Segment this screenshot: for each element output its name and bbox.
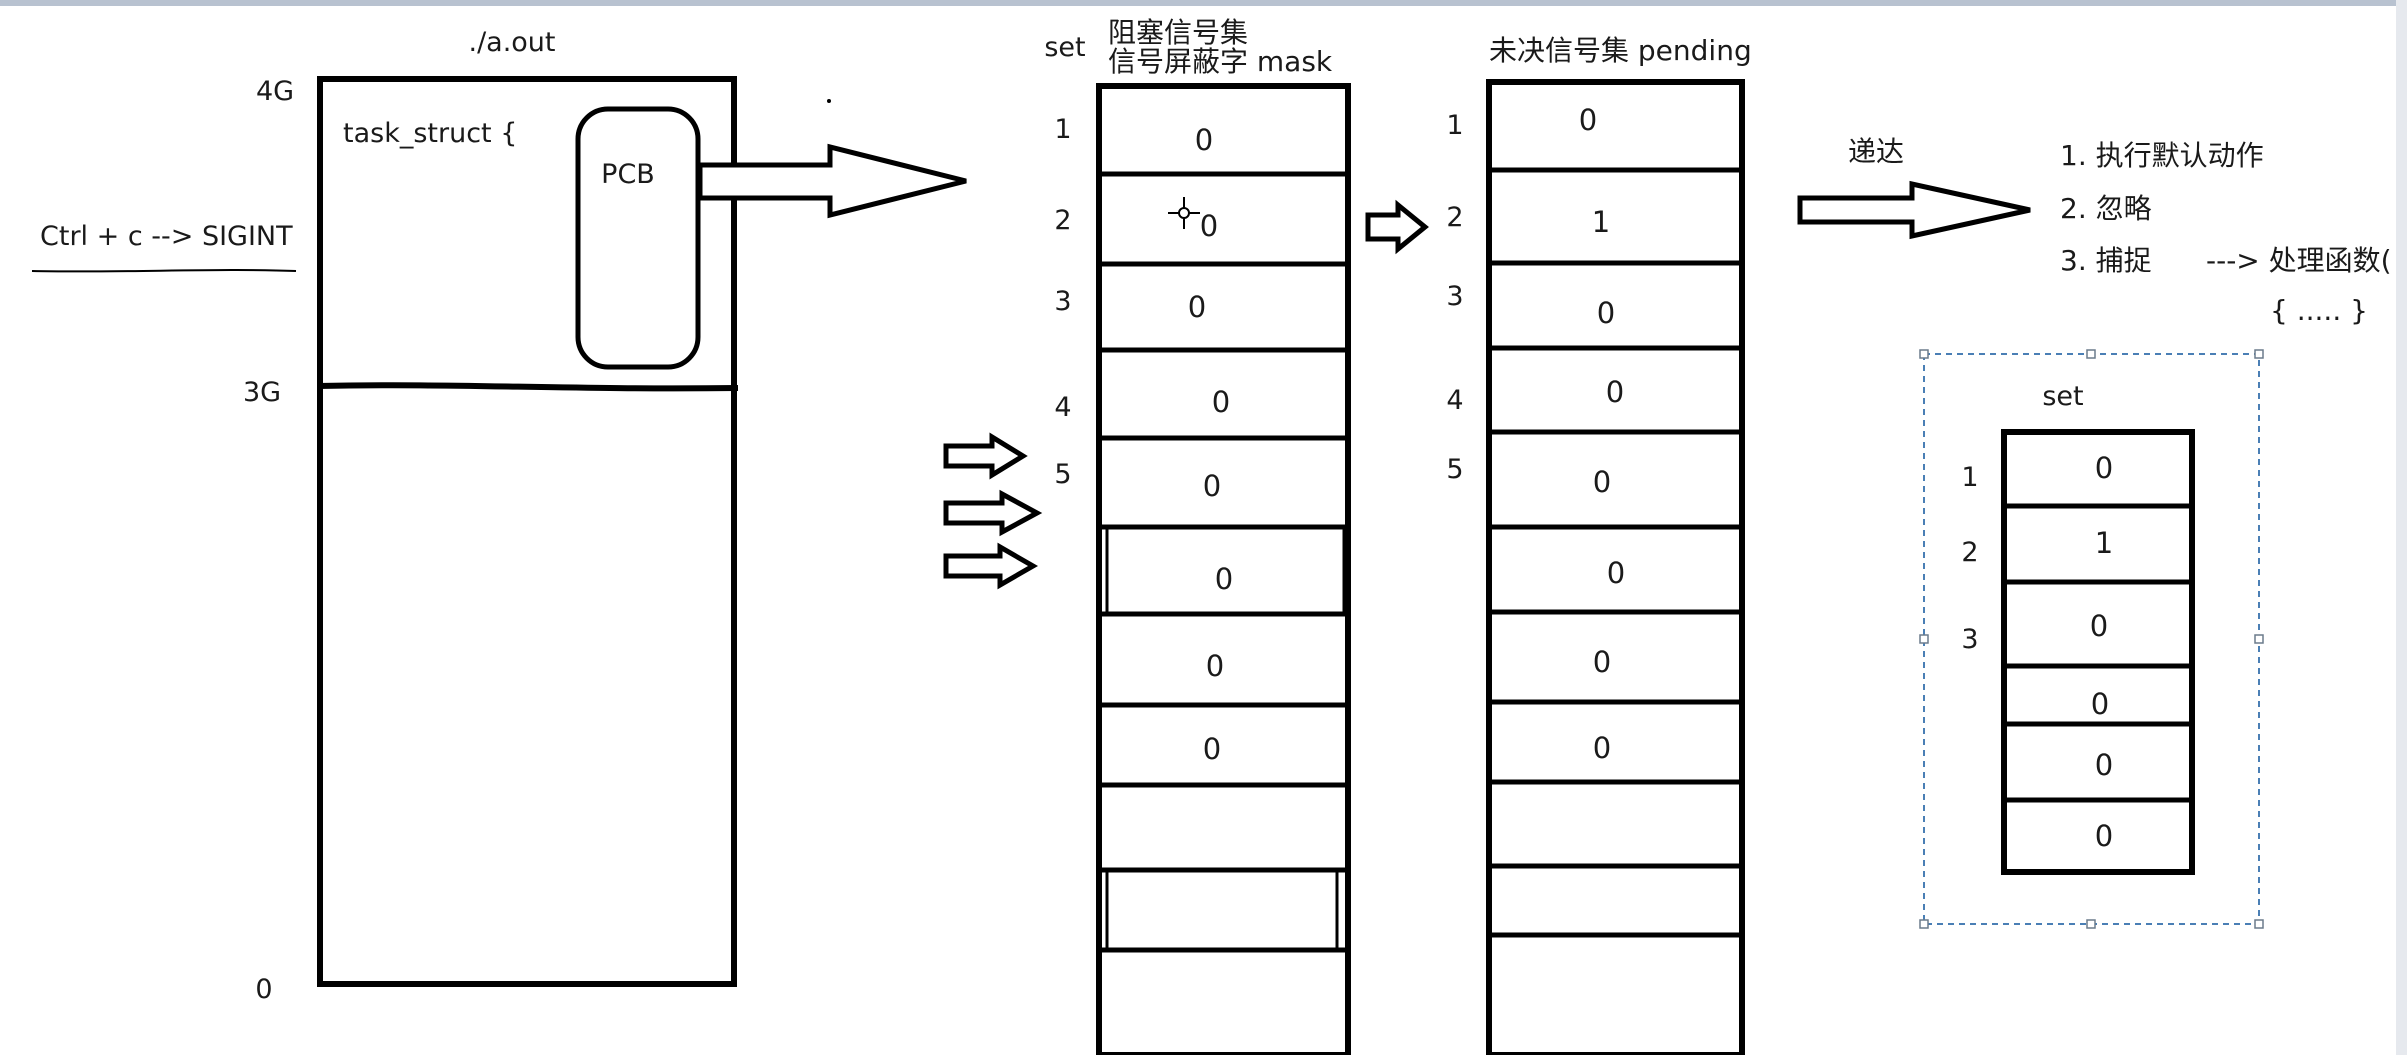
mark-3g: 3G (243, 377, 281, 408)
pending-row-number: 4 (1446, 385, 1463, 416)
delivery-option-3: 3. 捕捉 (2060, 244, 2152, 277)
delivery-label: 递达 (1848, 135, 1904, 168)
mask-table: 0 0 0 0 0 0 0 0 1 2 3 4 5 (1054, 83, 1351, 1055)
resize-handle[interactable] (2086, 349, 2096, 359)
mask-to-pending-arrow (1365, 199, 1429, 255)
set-outline (2001, 429, 2195, 875)
resize-handle[interactable] (2086, 919, 2096, 929)
pending-row-number: 5 (1446, 454, 1463, 485)
pending-title: 未决信号集 pending (1489, 34, 1752, 67)
set-cell-value: 0 (2095, 819, 2113, 853)
mask-cell-value: 0 (1212, 385, 1230, 419)
window-right-border (2396, 0, 2407, 1055)
mask-cell-value: 0 (1200, 209, 1218, 243)
delivery-option-1: 1. 执行默认动作 (2060, 139, 2264, 172)
window-top-border (0, 0, 2407, 6)
ctrl-c-label: Ctrl + c --> SIGINT (40, 221, 293, 252)
crosshair-cursor-icon (1168, 197, 1200, 229)
mask-cell-value: 0 (1188, 290, 1206, 324)
resize-handle[interactable] (2254, 349, 2264, 359)
pcb-to-mask-arrow (697, 143, 967, 219)
mask-title-line2: 信号屏蔽字 mask (1108, 45, 1333, 78)
set-cell-value: 0 (2091, 687, 2109, 721)
set-cell-value: 0 (2090, 609, 2108, 643)
mask-outline (1096, 83, 1351, 1055)
resize-handle[interactable] (2254, 634, 2264, 644)
pending-cell-value: 0 (1607, 556, 1625, 590)
mask-cell-value: 0 (1215, 562, 1233, 596)
handler-braces: { ..... } (2270, 294, 2368, 327)
signal-arrow-2 (943, 489, 1043, 537)
mask-row-inner (1105, 868, 1339, 952)
custom-set-selection[interactable]: set 0 1 0 0 0 0 1 2 3 (1919, 349, 2264, 929)
pending-cell-value: 1 (1592, 205, 1610, 239)
mask-cell-value: 0 (1203, 469, 1221, 503)
resize-handle[interactable] (1919, 349, 1929, 359)
mask-set: set 阻塞信号集 信号屏蔽字 mask 0 0 0 0 0 0 0 0 1 2 3 4 5 (1044, 16, 1351, 1055)
process-title: ./a.out (468, 27, 555, 58)
selection-handles[interactable] (1919, 349, 2264, 929)
mask-row-number: 1 (1054, 114, 1071, 145)
task-struct-label: task_struct { (343, 118, 517, 149)
mask-row-number: 2 (1054, 205, 1071, 236)
set-cell-value: 0 (2095, 748, 2113, 782)
pending-cell-value: 0 (1579, 103, 1597, 137)
set-row-number: 1 (1961, 462, 1978, 493)
handler-label: ---> 处理函数( (2206, 244, 2392, 277)
pending-to-delivery-arrow (1797, 180, 2031, 240)
custom-set-label: set (2042, 381, 2083, 412)
mark-0: 0 (255, 974, 272, 1005)
set-cell-value: 1 (2095, 526, 2113, 560)
process-memory: ./a.out 4G 3G 0 task_struct { PCB Ctrl +… (31, 27, 739, 1005)
pending-row-number: 1 (1446, 110, 1463, 141)
pending-table: 0 1 0 0 0 0 0 0 1 2 3 4 5 (1446, 79, 1745, 1055)
mask-cell-value: 0 (1206, 649, 1224, 683)
signal-arrow-3 (943, 542, 1039, 590)
pending-cell-value: 0 (1593, 465, 1611, 499)
pcb-box (575, 106, 701, 370)
pending-row-number: 2 (1446, 202, 1463, 233)
pending-cell-value: 0 (1606, 375, 1624, 409)
pending-cell-value: 0 (1597, 296, 1615, 330)
mask-row-number: 5 (1054, 459, 1071, 490)
set-cell-value: 0 (2095, 451, 2113, 485)
resize-handle[interactable] (1919, 919, 1929, 929)
pending-set: 未决信号集 pending 0 1 0 0 0 0 0 0 1 2 3 4 5 (1446, 34, 1752, 1055)
delivery: 递达 1. 执行默认动作 2. 忽略 3. 捕捉 ---> 处理函数( { ..… (1848, 135, 2392, 327)
mask-cell-value: 0 (1203, 732, 1221, 766)
mark-4g: 4G (256, 76, 294, 107)
pending-outline (1486, 79, 1745, 1055)
pcb-label: PCB (601, 159, 655, 190)
pending-row-number: 3 (1446, 281, 1463, 312)
memory-box (317, 76, 737, 987)
delivery-option-2: 2. 忽略 (2060, 192, 2152, 225)
set-row-number: 3 (1961, 624, 1978, 655)
mask-cell-value: 0 (1195, 123, 1213, 157)
custom-set-table: 0 1 0 0 0 0 1 2 3 (1961, 429, 2195, 875)
resize-handle[interactable] (1919, 634, 1929, 644)
set-row-number: 2 (1961, 537, 1978, 568)
mask-title-line1: 阻塞信号集 (1108, 16, 1248, 49)
kernel-boundary-line (317, 382, 739, 392)
mask-row-inner (1105, 525, 1346, 616)
stray-dot (827, 99, 831, 103)
resize-handle[interactable] (2254, 919, 2264, 929)
mask-row-number: 4 (1054, 392, 1071, 423)
mask-set-label: set (1044, 32, 1085, 63)
signal-arrow-1 (943, 432, 1028, 480)
pending-cell-value: 0 (1593, 731, 1611, 765)
pending-cell-value: 0 (1593, 645, 1611, 679)
mask-row-number: 3 (1054, 286, 1071, 317)
ctrl-c-underline (31, 269, 297, 273)
